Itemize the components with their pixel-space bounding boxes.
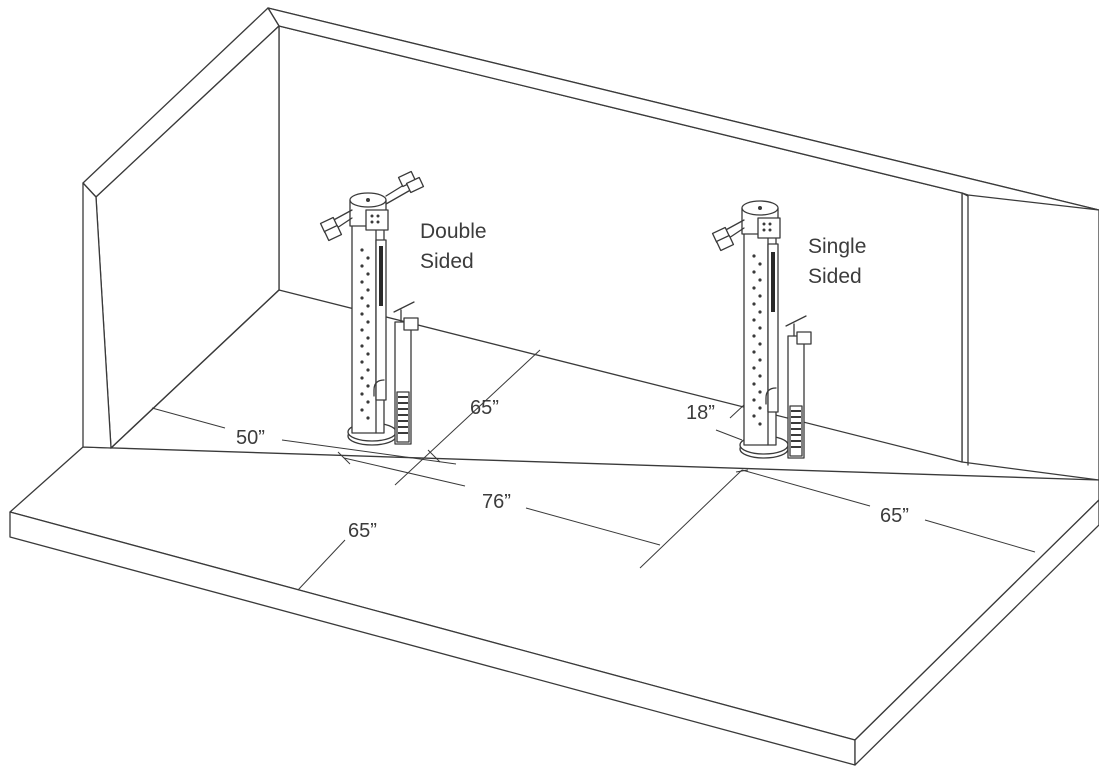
double-sided-label-line1: Double xyxy=(420,220,487,243)
single-sided-label-line1: Single xyxy=(808,235,866,258)
room-back-wall xyxy=(267,7,1099,481)
single-sided-label-line2: Sided xyxy=(808,265,862,288)
single-sided-repair-stand-icon xyxy=(711,200,812,459)
dimension-single-side: 65” xyxy=(880,505,909,527)
dimension-single-to-wall: 18” xyxy=(686,402,715,424)
dimension-double-front: 65” xyxy=(348,520,377,542)
double-sided-label-line2: Sided xyxy=(420,250,474,273)
dimension-wall-to-double: 50” xyxy=(236,427,265,449)
clearance-lines xyxy=(151,349,1036,591)
double-sided-repair-stand-icon xyxy=(319,170,425,446)
dimension-double-depth: 65” xyxy=(470,397,499,419)
room-floor-slab xyxy=(9,446,1099,766)
dimension-between-stations: 76” xyxy=(482,491,511,513)
room-left-wall xyxy=(82,7,280,449)
